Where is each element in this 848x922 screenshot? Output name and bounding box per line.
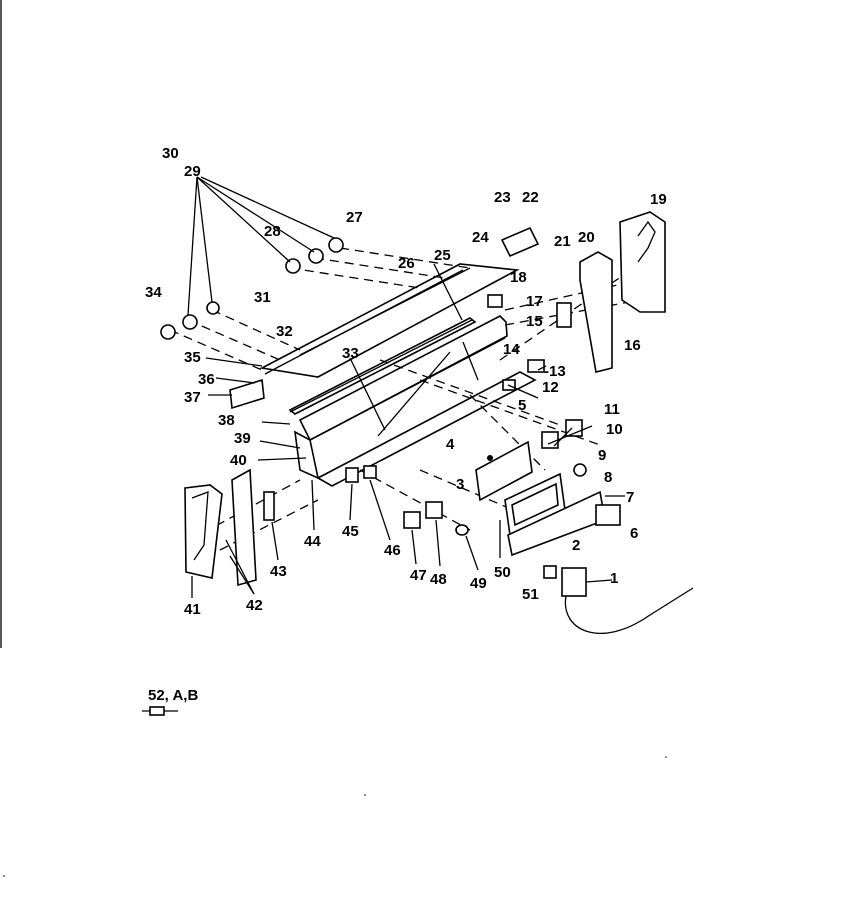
callout-44: 44 xyxy=(304,533,321,550)
bracket-43 xyxy=(263,491,275,521)
callout-1: 1 xyxy=(610,570,618,587)
hinge-bracket xyxy=(556,302,572,328)
rear-panel xyxy=(259,263,520,378)
callout-35: 35 xyxy=(184,349,201,366)
callout-3: 3 xyxy=(456,476,464,493)
side-bracket-left xyxy=(231,468,257,587)
callout-6: 6 xyxy=(630,525,638,542)
callout-15: 15 xyxy=(526,313,543,330)
callout-38: 38 xyxy=(218,412,235,429)
callout-11: 11 xyxy=(604,401,620,418)
control-panel-top xyxy=(298,315,508,442)
grommet-49 xyxy=(455,524,469,536)
callout-19: 19 xyxy=(650,191,667,208)
callout-9: 9 xyxy=(598,447,606,464)
control-panel-side xyxy=(294,430,320,480)
screw-icon xyxy=(142,706,178,716)
callout-20: 20 xyxy=(578,229,595,246)
callout-31: 31 xyxy=(254,289,271,306)
callout-50: 50 xyxy=(494,564,511,581)
button-48 xyxy=(425,501,443,519)
callout-25: 25 xyxy=(434,247,451,264)
callout-46: 46 xyxy=(384,542,401,559)
front-face xyxy=(316,371,537,487)
callout-36: 36 xyxy=(198,371,215,388)
power-cord xyxy=(564,587,694,634)
callout-29: 29 xyxy=(184,163,201,180)
knob-part-13 xyxy=(527,359,545,373)
callout-12: 12 xyxy=(542,379,559,396)
knob-29a xyxy=(308,248,324,264)
button-47 xyxy=(403,511,421,529)
callout-45: 45 xyxy=(342,523,359,540)
terminal-block-1 xyxy=(561,567,587,597)
knob-29d xyxy=(182,314,198,330)
callout-49: 49 xyxy=(470,575,487,592)
callout-37: 37 xyxy=(184,389,201,406)
callout-41: 41 xyxy=(184,601,201,618)
callout-52: 52, A,B xyxy=(148,687,198,704)
callout-5: 5 xyxy=(518,397,526,414)
callout-39: 39 xyxy=(234,430,251,447)
callout-42: 42 xyxy=(246,597,263,614)
callout-16: 16 xyxy=(624,337,641,354)
clip-46 xyxy=(363,465,377,479)
knob-9 xyxy=(573,463,587,477)
callout-7: 7 xyxy=(626,489,634,506)
end-cap-right xyxy=(619,211,666,313)
callout-13: -13 xyxy=(544,363,566,380)
clip-45 xyxy=(345,467,359,483)
callout-26: 26 xyxy=(398,255,415,272)
callout-10: 10 xyxy=(606,421,623,438)
clip-part-22 xyxy=(500,226,540,258)
button-10 xyxy=(541,431,559,449)
side-bracket-right xyxy=(579,251,613,373)
callout-28: 28 xyxy=(264,223,281,240)
callout-40: 40 xyxy=(230,452,247,469)
callout-24: 24 xyxy=(472,229,489,246)
callout-34: 34 xyxy=(145,284,162,301)
knob-29b xyxy=(285,258,301,274)
callout-27: 27 xyxy=(346,209,363,226)
knob-29c xyxy=(206,301,220,315)
callout-48: 48 xyxy=(430,571,447,588)
callout-32: 32 xyxy=(276,323,293,340)
knob-34 xyxy=(160,324,176,340)
knob-27 xyxy=(328,237,344,253)
clip-part-18 xyxy=(487,294,503,308)
callout-51: 51 xyxy=(522,586,539,603)
mounting-plate-3 xyxy=(475,440,533,502)
callout-22: 22 xyxy=(522,189,539,206)
callout-47: 47 xyxy=(410,567,427,584)
connector-51 xyxy=(543,565,557,579)
clip-part-37 xyxy=(229,378,265,410)
callout-21: 21 xyxy=(554,233,571,250)
end-cap-left xyxy=(184,484,223,579)
callout-33: 33 xyxy=(342,345,359,362)
callout-23: 23 xyxy=(494,189,511,206)
callout-14: 14 xyxy=(503,341,520,358)
switch-6 xyxy=(595,504,621,526)
callout-8: 8 xyxy=(604,469,612,486)
callout-17: 17 xyxy=(526,293,543,310)
callout-30: 30 xyxy=(162,145,179,162)
callout-2: 2 xyxy=(572,537,580,554)
callout-4: 4 xyxy=(446,436,455,453)
callout-43: 43 xyxy=(270,563,287,580)
callout-18: 18 xyxy=(510,269,527,286)
